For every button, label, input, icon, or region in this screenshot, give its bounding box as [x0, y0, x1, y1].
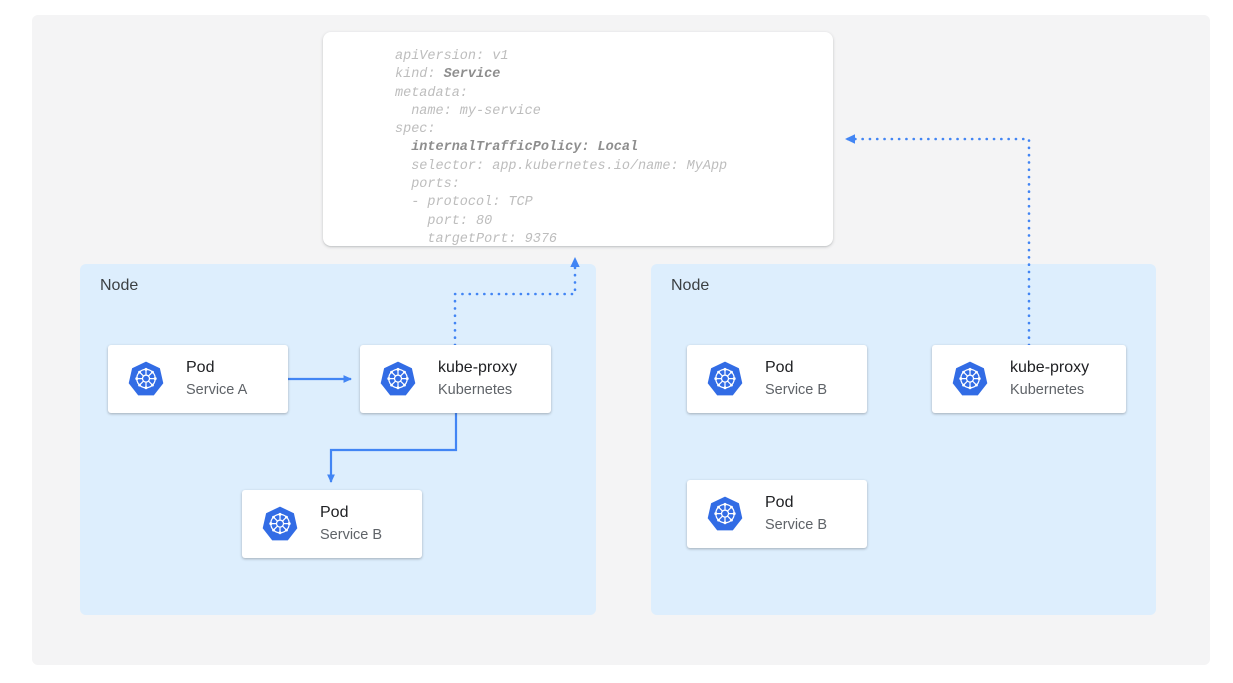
manifest-line: ports:	[395, 177, 460, 193]
node-group-right: Node	[651, 264, 1156, 615]
kubernetes-icon	[950, 359, 990, 399]
manifest-line: metadata:	[395, 85, 468, 101]
kubernetes-icon	[378, 359, 418, 399]
card-subtitle: Kubernetes	[1010, 382, 1085, 398]
manifest-line: targetPort: 9376	[395, 231, 558, 247]
manifest-line: port: 80	[395, 213, 493, 229]
kubernetes-icon	[705, 359, 745, 399]
manifest-line: selector: app.kubernetes.io/name: MyApp	[395, 158, 728, 174]
card-kube-proxy-left[interactable]: kube-proxy Kubernetes	[360, 345, 551, 413]
card-title: kube-proxy	[1010, 359, 1090, 376]
card-title: Pod	[765, 359, 794, 376]
card-subtitle: Service B	[320, 527, 383, 543]
card-subtitle: Service B	[765, 382, 828, 398]
card-title: Pod	[186, 359, 215, 376]
node-label: Node	[100, 277, 139, 294]
card-pod-service-a[interactable]: Pod Service A	[108, 345, 288, 413]
card-pod-service-b-left[interactable]: Pod Service B	[242, 490, 422, 558]
card-subtitle: Kubernetes	[438, 382, 513, 398]
kubernetes-icon	[260, 504, 300, 544]
service-manifest-card: apiVersion: v1 kind: Service metadata: nam…	[323, 32, 833, 249]
card-subtitle: Service B	[765, 517, 828, 533]
kubernetes-icon	[705, 494, 745, 534]
card-kube-proxy-right[interactable]: kube-proxy Kubernetes	[932, 345, 1126, 413]
manifest-line: kind: Service	[395, 67, 501, 83]
manifest-line: name: my-service	[395, 103, 541, 119]
node-group-left: Node	[80, 264, 596, 615]
card-pod-service-b-right-bottom[interactable]: Pod Service B	[687, 480, 867, 548]
manifest-line: apiVersion: v1	[395, 49, 509, 64]
manifest-line: internalTrafficPolicy: Local	[411, 140, 639, 156]
node-label: Node	[671, 277, 710, 294]
card-subtitle: Service A	[186, 382, 248, 398]
card-title: Pod	[765, 494, 794, 511]
service-manifest-text: apiVersion: v1 kind: Service metadata: nam…	[395, 48, 727, 249]
card-pod-service-b-right-top[interactable]: Pod Service B	[687, 345, 867, 413]
card-title: Pod	[320, 504, 349, 521]
card-title: kube-proxy	[438, 359, 518, 376]
kubernetes-icon	[126, 359, 166, 399]
manifest-line: spec:	[395, 122, 436, 138]
manifest-line: - protocol: TCP	[395, 195, 533, 211]
